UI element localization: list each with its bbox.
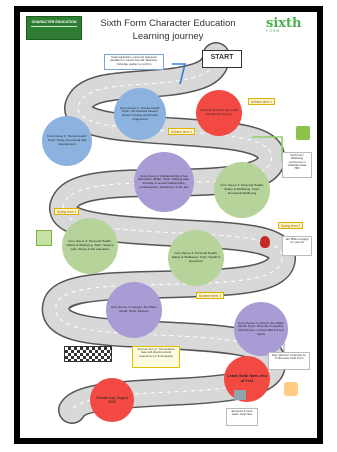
flame-icon xyxy=(260,236,270,248)
note-transition: Entrance & fresh starts: Help Now xyxy=(226,408,258,426)
milestone-future-ready-careers: Core theme 1: "Future ready" Topic: UK-f… xyxy=(114,88,166,140)
note-ppe: Jan PPEs fortnight for year 13 xyxy=(282,236,312,256)
milestone-diversity-equality: Core theme 4: Living in the Wider World.… xyxy=(234,302,288,356)
milestone-study-skills: Core theme 1: "Future ready" Topic: Stud… xyxy=(42,116,92,166)
character-education-logo: CHARACTER EDUCATION xyxy=(26,16,82,40)
milestone-year12-start: Year 12s start the new year! Introductio… xyxy=(196,90,242,136)
sixth-form-logo: sixth FORM xyxy=(266,16,302,33)
milestone-results-day: Results day, August 2020 xyxy=(90,378,134,422)
milestone-finance: Core theme 4: Living in the Wider World.… xyxy=(106,282,162,338)
term-spring1: Spring term 1 xyxy=(54,208,80,216)
house-icon xyxy=(234,390,246,400)
term-autumn2: Autumn term 2 xyxy=(168,128,195,136)
term-summer1: Summer term 1 xyxy=(196,292,224,300)
note-work-experience: Summer term 2: Y12 students have self-di… xyxy=(132,346,180,368)
hand-icon xyxy=(284,382,298,396)
milestone-emotional-wellbeing: Core theme 3: Personal Health, Safety & … xyxy=(214,162,270,218)
term-spring2: Spring term 2 xyxy=(278,222,304,230)
milestone-health-prevention: Core theme 3: Personal Health, Safety & … xyxy=(168,230,224,286)
page-title: Sixth Form Character Education xyxy=(100,18,236,29)
note-final-day: May half term: Final day for Yr13s leave… xyxy=(268,352,310,370)
milestone-rse: Core theme 2: Relationships & Sex Educat… xyxy=(134,152,194,212)
milestone-leave-sixth-form: Leave Sixth form: end of Yr13 xyxy=(224,356,270,402)
milestone-drugs-risk: Core theme 3: Personal Health, Safety & … xyxy=(62,218,118,274)
poster: CHARACTER EDUCATION Sixth Form Character… xyxy=(20,12,317,438)
intro-note: Initial application, personal statement … xyxy=(104,54,164,70)
start-flag-icon: START xyxy=(202,50,242,68)
plant-icon xyxy=(296,126,310,140)
calendar-icon xyxy=(36,230,52,246)
term-autumn1: Autumn term 1 xyxy=(248,98,275,106)
road xyxy=(41,42,296,424)
page-subtitle: Learning journey xyxy=(132,31,204,42)
note-wellbeing-conference: Sixth Form Wellbeing conference in Caffe… xyxy=(282,152,312,178)
finish-flag-icon xyxy=(64,346,112,362)
